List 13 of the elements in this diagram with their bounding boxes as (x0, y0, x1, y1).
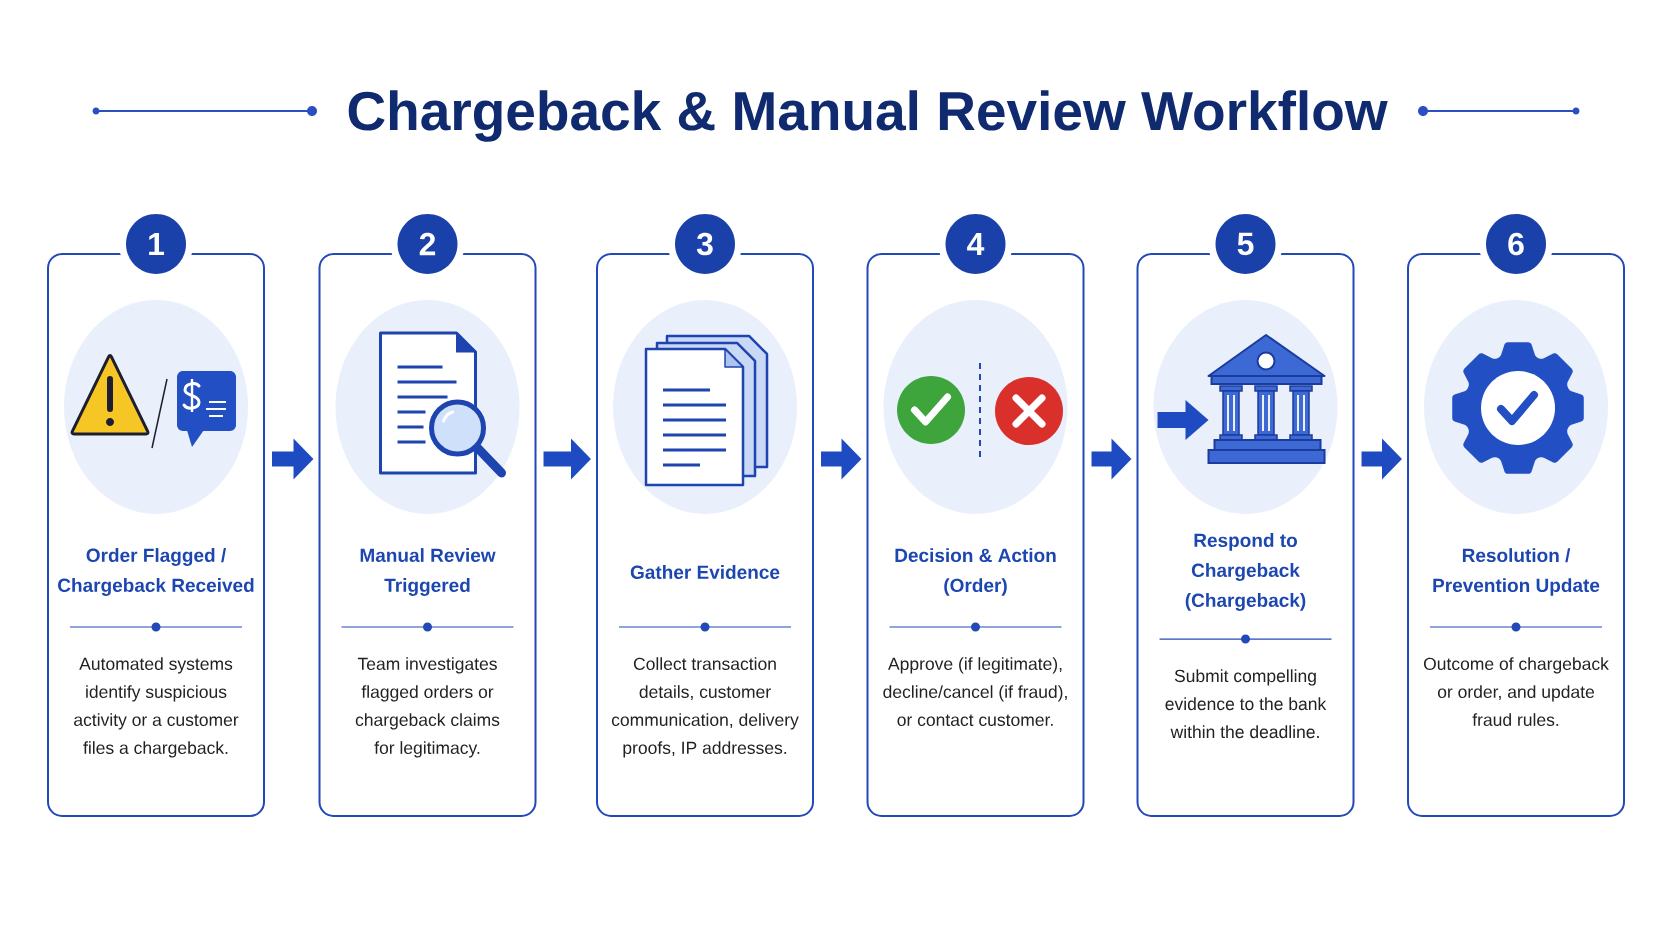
step-description: Automated systems identify suspicious activity or a customer files a chargeback. (74, 657, 239, 758)
step-description: Team investigates flagged orders or chargeback claims for legitimacy. (355, 657, 500, 758)
step-description: Collect transaction details, customer communication, delivery proofs, IP addresses. (611, 657, 799, 758)
title: Chargeback & Manual Review Workflow (348, 90, 1388, 142)
step-heading: Manual Review Triggered (360, 548, 496, 596)
step-description: Outcome of chargeback or order, and update fraud rules. (1423, 657, 1609, 727)
step-heading: Respond to Chargeback (Chargeback) (1185, 533, 1306, 611)
step-heading: Decision & Action (Order) (895, 548, 1056, 596)
step-heading: Gather Evidence (630, 565, 780, 579)
step-description: Submit compelling evidence to the bank within the deadline. (1165, 669, 1327, 739)
step-description: Approve (if legitimate), decline/cancel (if fraud), or contact customer. (883, 657, 1067, 727)
step-heading: Order Flagged / Chargeback Received (58, 548, 254, 596)
step-heading: Resolution / Prevention Update (1433, 548, 1600, 596)
